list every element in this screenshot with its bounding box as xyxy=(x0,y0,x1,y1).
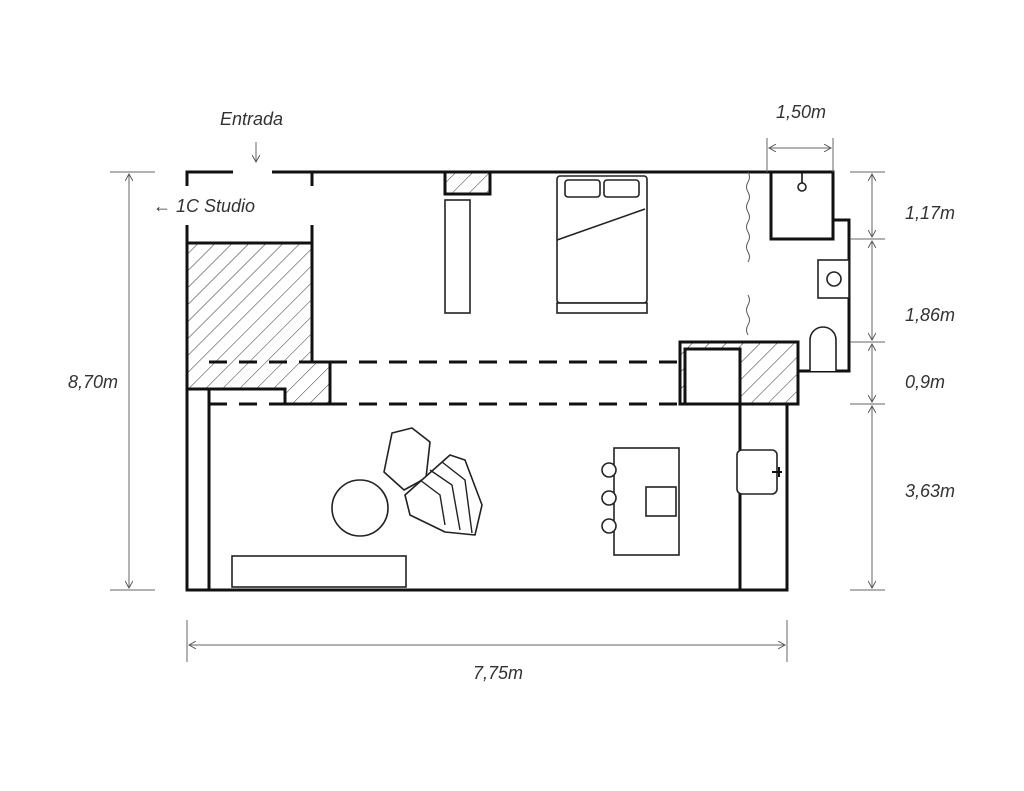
neighbor-studio-label: ← 1C Studio xyxy=(153,196,256,216)
structural-column xyxy=(185,170,800,406)
toilet-icon xyxy=(809,326,837,371)
dimension-lines xyxy=(110,138,885,662)
bed-icon xyxy=(556,175,648,314)
entrance-label: Entrada xyxy=(220,109,284,129)
segment-4-label: 3,63m xyxy=(905,481,956,501)
bath-width-label: 1,50m xyxy=(776,102,827,122)
armchair-icon xyxy=(383,427,483,536)
total-height-label: 8,70m xyxy=(68,372,119,392)
total-width-label: 7,75m xyxy=(473,663,524,683)
dashed-beams xyxy=(209,360,680,406)
kitchen-island xyxy=(601,447,680,556)
curtain xyxy=(746,171,750,336)
segment-2-label: 1,86m xyxy=(905,305,956,325)
washbasin-icon xyxy=(817,259,850,299)
shower-icon xyxy=(797,182,807,192)
segment-1-label: 1,17m xyxy=(905,203,956,223)
table-icon xyxy=(331,479,389,537)
segment-3-label: 0,9m xyxy=(905,372,946,392)
kitchen-sink-icon xyxy=(736,449,782,495)
sofa-icon xyxy=(231,555,407,588)
wardrobe-icon xyxy=(444,199,471,314)
